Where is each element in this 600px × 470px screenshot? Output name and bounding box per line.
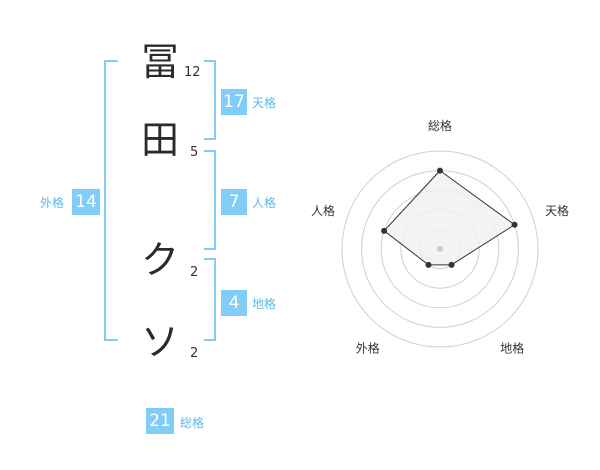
radar-center-dot bbox=[437, 246, 443, 252]
radar-points bbox=[381, 167, 518, 268]
name-char-2: 田 bbox=[140, 118, 179, 162]
radar-point-4 bbox=[381, 227, 388, 234]
radar-axis-label-2: 地格 bbox=[500, 341, 524, 356]
tenkaku-label: 天格 bbox=[252, 96, 277, 110]
radar-point-0 bbox=[437, 167, 443, 174]
radar-axis-label-0: 総格 bbox=[428, 118, 452, 133]
gaikaku-bracket bbox=[104, 60, 118, 341]
name-char-4: ソ bbox=[140, 320, 179, 364]
tenkaku-bracket bbox=[204, 60, 216, 140]
gaikaku-label: 外格 bbox=[40, 196, 65, 210]
stroke-count-4: 2 bbox=[190, 346, 199, 361]
radar-point-1 bbox=[511, 221, 518, 228]
stroke-count-2: 5 bbox=[190, 145, 199, 160]
radar-axis-label-1: 天格 bbox=[545, 203, 569, 218]
soukaku-value-box: 21 bbox=[146, 408, 174, 434]
gaikaku-value-box: 14 bbox=[72, 189, 100, 215]
jinkaku-value-box: 7 bbox=[221, 189, 247, 215]
soukaku-label: 総格 bbox=[180, 416, 205, 430]
name-char-1: 冨 bbox=[140, 40, 179, 84]
tenkaku-value-box: 17 bbox=[221, 89, 247, 115]
chikaku-bracket bbox=[204, 258, 216, 341]
radar-ring bbox=[341, 150, 539, 348]
stroke-count-3: 2 bbox=[190, 265, 199, 280]
radar-point-3 bbox=[425, 261, 432, 268]
name-char-3: ク bbox=[140, 238, 179, 282]
radar-axis-label-4: 人格 bbox=[311, 203, 335, 218]
jinkaku-label: 人格 bbox=[252, 196, 277, 210]
jinkaku-bracket bbox=[204, 150, 216, 250]
chikaku-value-box: 4 bbox=[221, 290, 247, 316]
radar-point-2 bbox=[448, 261, 455, 268]
chikaku-label: 地格 bbox=[252, 297, 277, 311]
radar-axis-label-3: 外格 bbox=[356, 341, 380, 356]
stroke-count-1: 12 bbox=[184, 65, 201, 80]
radar-data-polygon bbox=[383, 169, 516, 266]
